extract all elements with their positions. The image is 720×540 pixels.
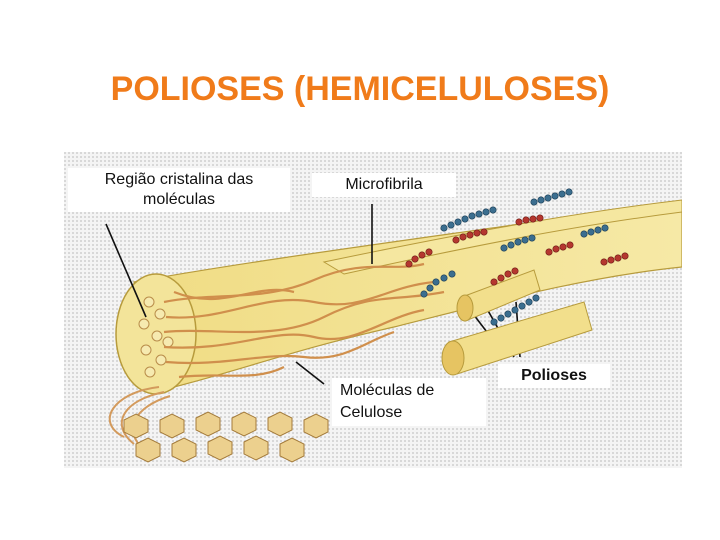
slide-title: POLIOSES (HEMICELULOSES): [110, 70, 610, 108]
glucose-ring-chain: [123, 411, 329, 463]
cut-microfibril-segments: [441, 269, 593, 376]
hemicellulose-diagram: Região cristalina das moléculas Microfib…: [64, 152, 682, 468]
label-moleculas-celulose: Moléculas de Celulose: [332, 378, 486, 426]
poliose-blue-chains: [420, 188, 609, 326]
cellulose-chains: [163, 262, 445, 379]
poliose-red-chains: [405, 214, 629, 286]
cellulose-rod-ends: [138, 296, 174, 378]
microfibril-upper-strand: [322, 199, 682, 275]
label-polioses: Polioses: [498, 364, 610, 388]
diagram-illustration: [64, 152, 682, 468]
label-regiao-cristalina: Região cristalina das moléculas: [68, 168, 290, 212]
label-microfibrila: Microfibrila: [312, 173, 456, 197]
